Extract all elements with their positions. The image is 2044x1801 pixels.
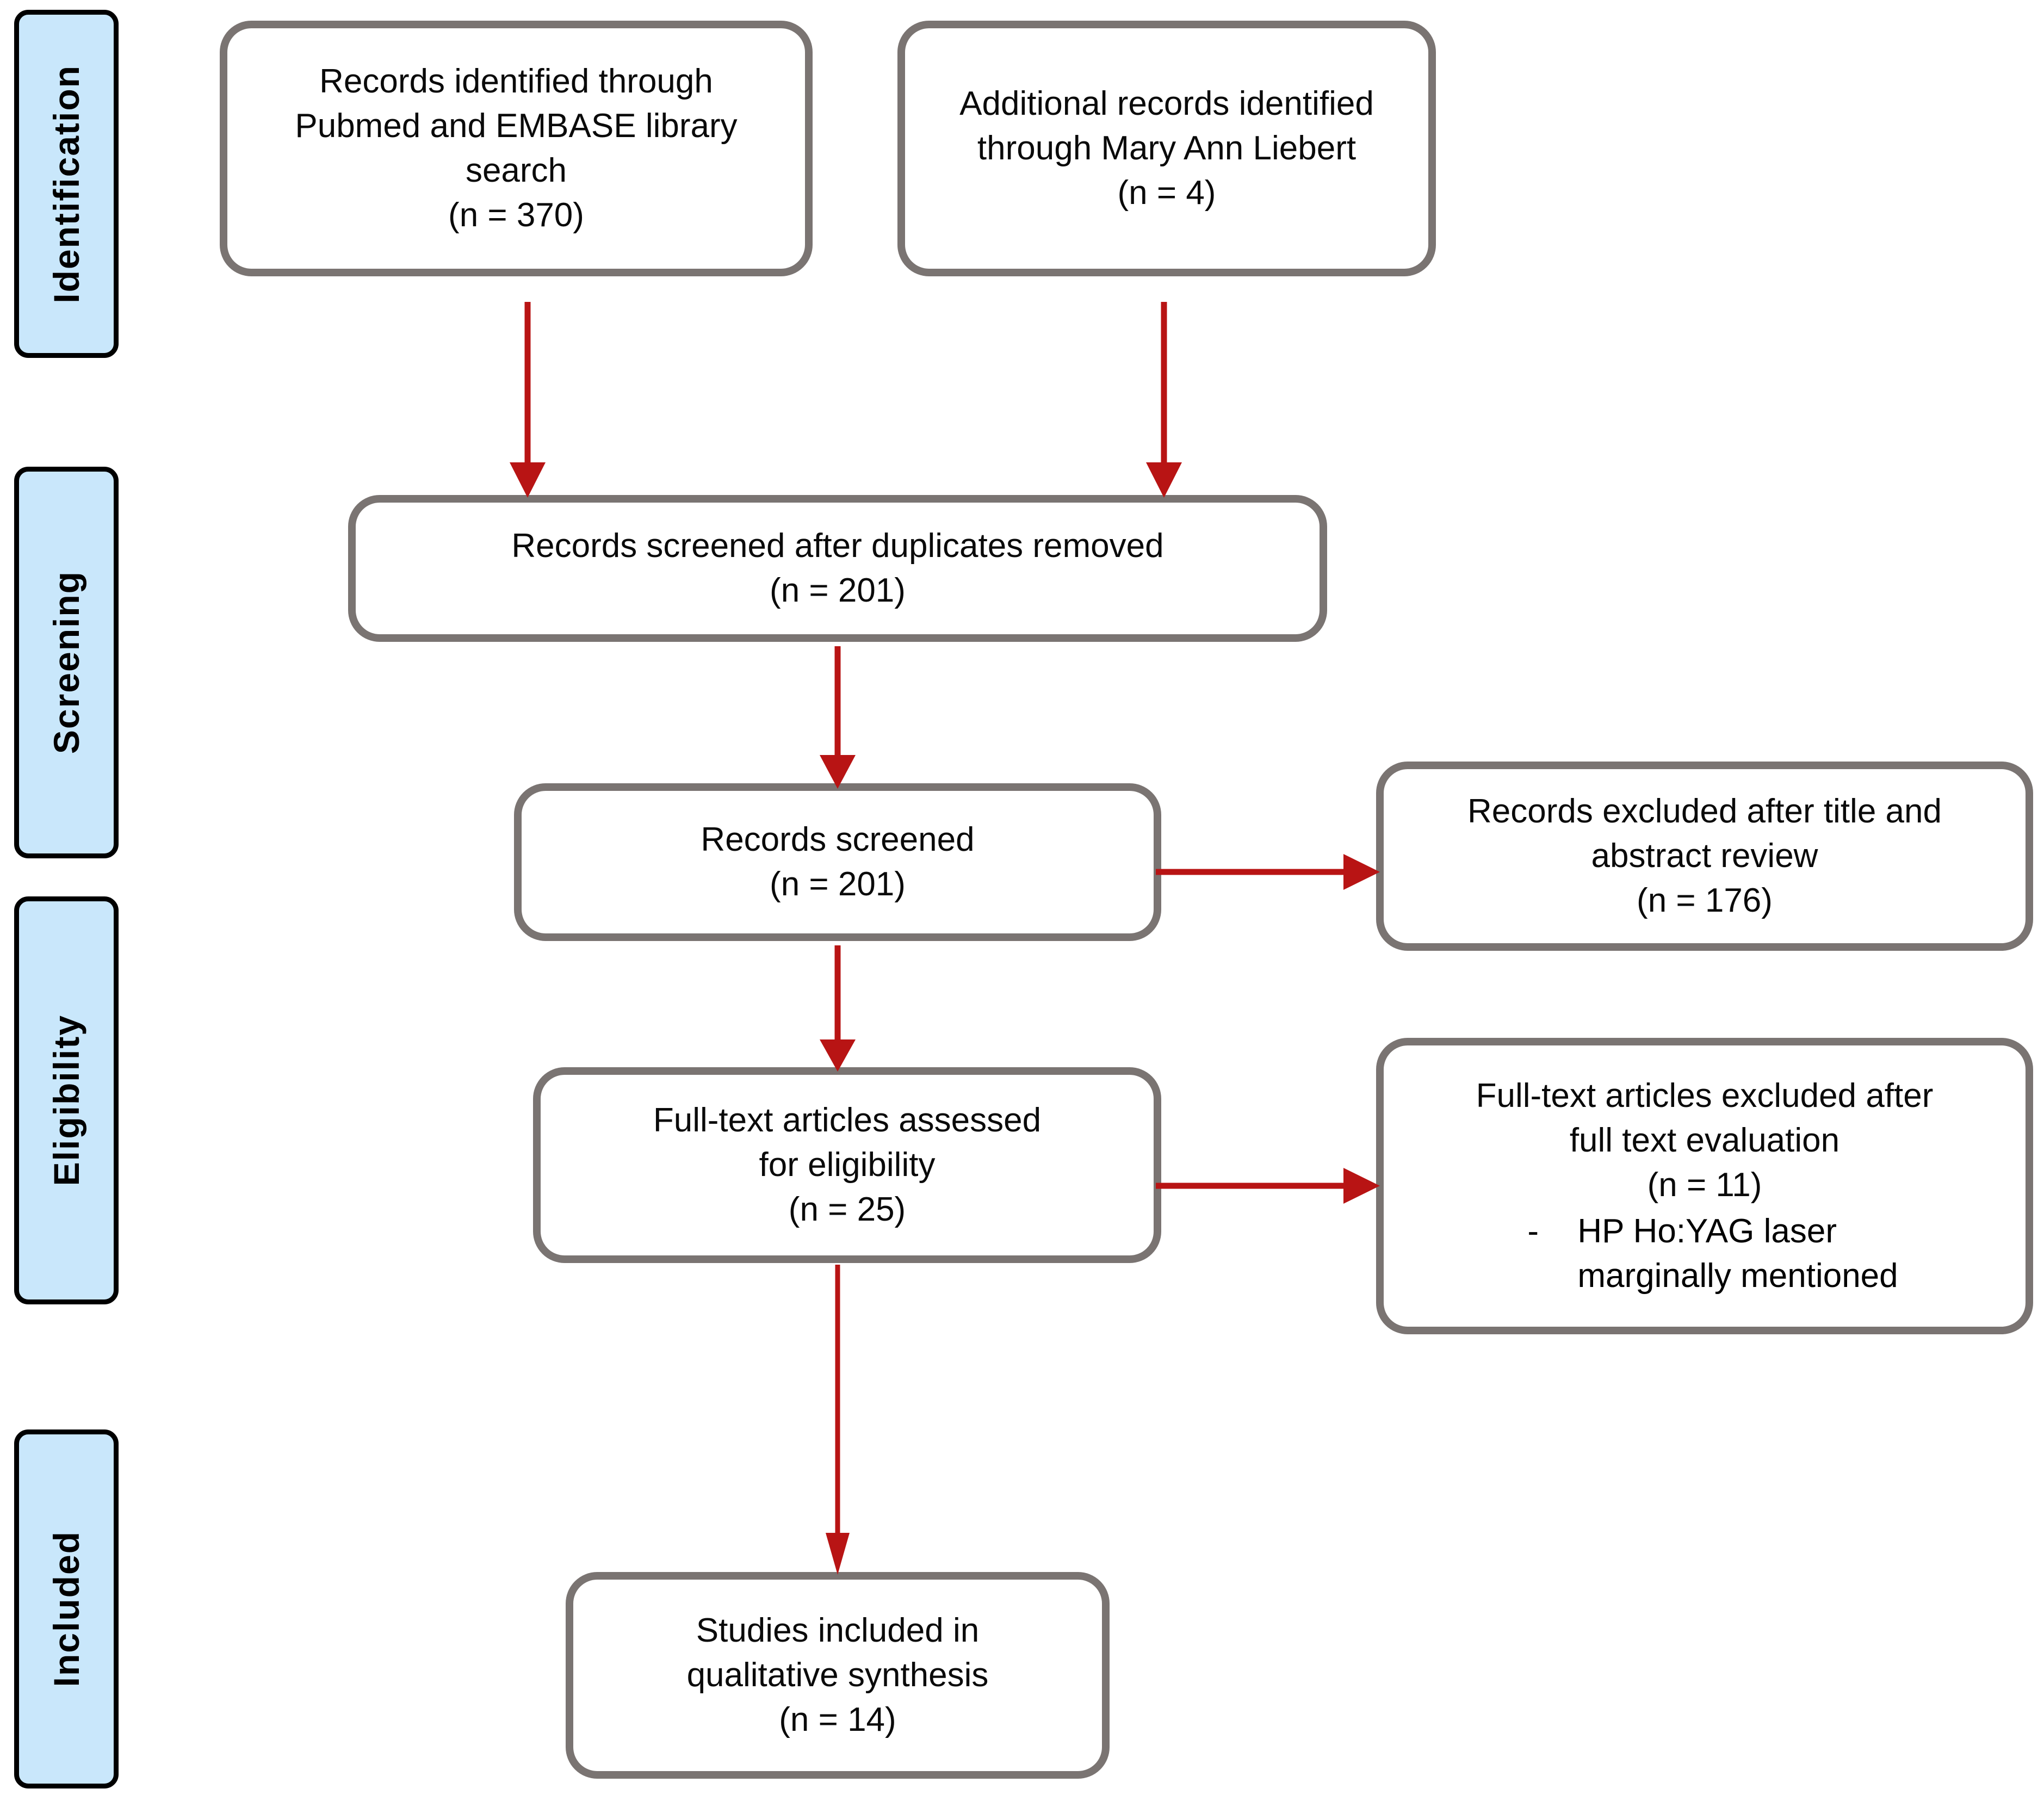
arrow-identified-to-dedup <box>495 302 560 498</box>
box-fulltext-excluded-text: Full-text articles excluded after full t… <box>1476 1076 1934 1204</box>
box-fulltext-assessed: Full-text articles assessed for eligibil… <box>533 1067 1161 1263</box>
stage-label-eligibility-text: Eligibility <box>46 1014 86 1186</box>
box-fulltext-assessed-text: Full-text articles assessed for eligibil… <box>653 1101 1042 1228</box>
stage-label-screening-text: Screening <box>46 571 86 754</box>
box-additional-records: Additional records identified through Ma… <box>897 21 1436 276</box>
box-records-screened-text: Records screened (n = 201) <box>701 821 975 903</box>
stage-label-identification: Identification <box>14 10 119 358</box>
bullet-dash-glyph: - <box>1527 1212 1539 1251</box>
arrow-additional-to-dedup <box>1131 302 1197 498</box>
stage-label-included-text: Included <box>46 1531 86 1687</box>
arrow-fulltext-to-excluded <box>1156 1156 1384 1216</box>
arrow-dedup-to-screened <box>805 646 870 789</box>
box-records-identified-databases: Records identified through Pubmed and EM… <box>220 21 813 276</box>
box-studies-included: Studies included in qualitative synthesi… <box>566 1572 1110 1779</box>
stage-label-screening: Screening <box>14 467 119 858</box>
box-records-after-duplicates: Records screened after duplicates remove… <box>348 495 1327 642</box>
box-records-excluded-text: Records excluded after title and abstrac… <box>1467 793 1942 919</box>
box-fulltext-excluded-bullet-text: HP Ho:YAG laser marginally mentioned <box>1577 1212 1898 1295</box>
box-records-after-duplicates-text: Records screened after duplicates remove… <box>511 527 1164 609</box>
box-additional-records-text: Additional records identified through Ma… <box>959 85 1374 212</box>
stage-label-included: Included <box>14 1429 119 1788</box>
box-fulltext-excluded: Full-text articles excluded after full t… <box>1376 1038 2033 1334</box>
arrow-screened-to-fulltext <box>805 945 870 1072</box>
arrow-fulltext-to-included <box>805 1265 870 1575</box>
box-records-identified-databases-text: Records identified through Pubmed and EM… <box>295 63 738 234</box>
box-records-screened: Records screened (n = 201) <box>514 783 1161 941</box>
box-records-excluded: Records excluded after title and abstrac… <box>1376 762 2033 951</box>
box-fulltext-excluded-bullet: - HP Ho:YAG laser marginally mentioned <box>1511 1209 1898 1298</box>
arrow-screened-to-excluded <box>1156 842 1384 902</box>
stage-label-eligibility: Eligibility <box>14 896 119 1304</box>
stage-label-identification-text: Identification <box>46 64 86 304</box>
box-studies-included-text: Studies included in qualitative synthesi… <box>686 1612 989 1738</box>
